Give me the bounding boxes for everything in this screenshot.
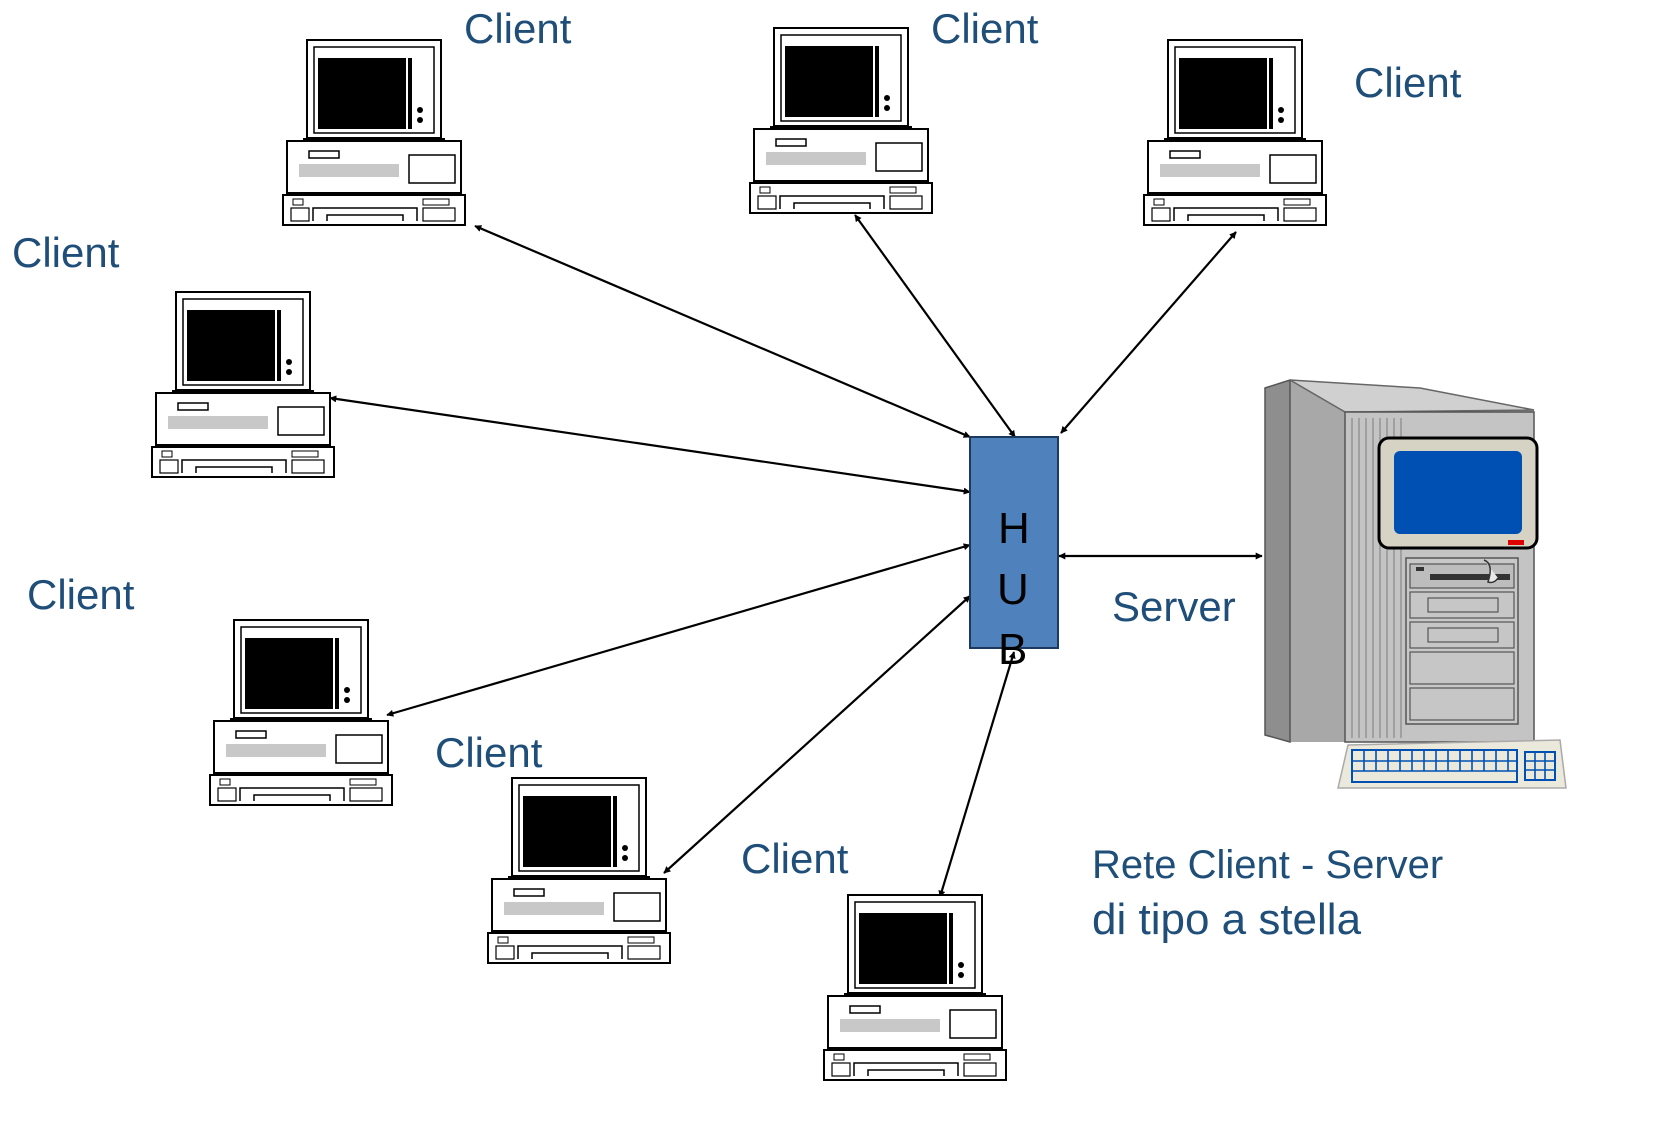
- hub-letter-h: H: [998, 504, 1030, 553]
- client-label-5: Client: [27, 571, 135, 618]
- link-client-3: [1060, 231, 1237, 434]
- client-label-3: Client: [1354, 59, 1462, 106]
- client-label-1: Client: [464, 5, 572, 52]
- client-computer-4: [151, 291, 335, 478]
- client-label-7: Client: [741, 835, 849, 882]
- server-label: Server: [1112, 583, 1236, 630]
- connections: [329, 214, 1263, 898]
- client-computer-7: [823, 894, 1007, 1081]
- caption-line-1: Rete Client - Server: [1092, 843, 1444, 887]
- link-client-4: [329, 395, 971, 495]
- server-screen: [1394, 451, 1522, 534]
- client-label-2: Client: [931, 5, 1039, 52]
- link-client-5: [386, 543, 971, 717]
- client-computer-3: [1143, 39, 1327, 226]
- client-computer-6: [487, 777, 671, 964]
- client-computer-1: [282, 39, 466, 226]
- client-label-4: Client: [12, 229, 120, 276]
- server-computer: [1264, 378, 1567, 789]
- link-client-2: [854, 214, 1016, 438]
- client-computer-5: [209, 619, 393, 806]
- link-client-7: [938, 651, 1016, 898]
- hub-letter-b: B: [998, 625, 1028, 674]
- client-label-6: Client: [435, 729, 543, 776]
- hub-box: [969, 436, 1059, 649]
- client-computer-2: [749, 27, 933, 214]
- caption-line-2: di tipo a stella: [1092, 895, 1362, 944]
- link-client-1: [474, 224, 971, 439]
- link-client-6: [663, 595, 971, 874]
- hub-letter-u: U: [997, 565, 1029, 614]
